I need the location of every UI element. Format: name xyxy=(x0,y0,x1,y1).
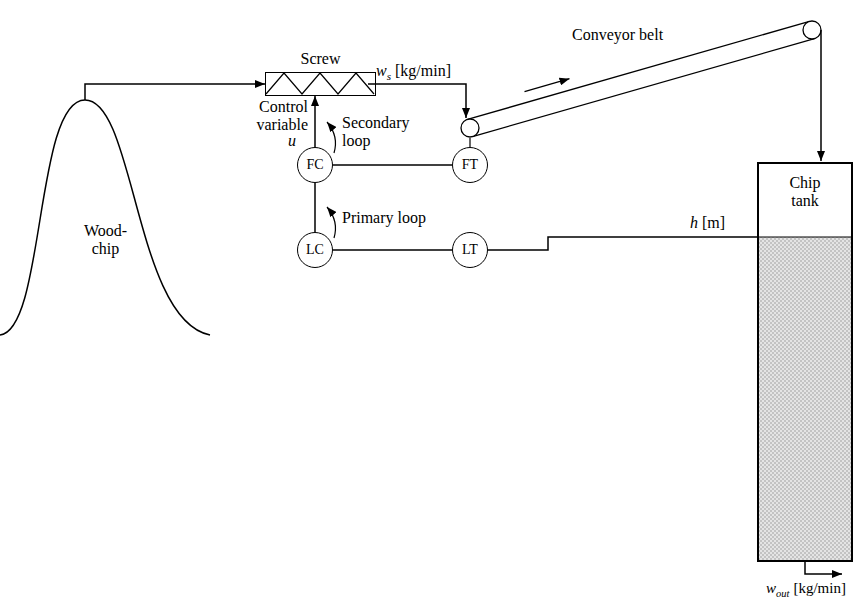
chip-level xyxy=(757,237,853,238)
instrument-circle: LC xyxy=(297,232,333,268)
pulley xyxy=(461,119,479,137)
signal-symbol: u xyxy=(288,132,296,150)
chip-tank: Chip tank xyxy=(757,162,853,562)
connector xyxy=(85,84,265,100)
flow-variable: ws [kg/min] xyxy=(376,62,451,85)
label-text: w xyxy=(766,580,776,596)
loop-arrow xyxy=(327,122,335,153)
screw-flight xyxy=(266,73,374,94)
belt-to-tank-arrow xyxy=(820,30,822,161)
signal-label: Control variable xyxy=(244,98,308,134)
connector xyxy=(314,183,316,232)
connector xyxy=(333,249,452,251)
label-text: h xyxy=(690,214,698,231)
pulley xyxy=(803,21,821,39)
label-text: Control variable xyxy=(256,98,308,133)
instrument-tag: FT xyxy=(462,157,478,173)
subscript: s xyxy=(387,70,391,82)
flow-variable: wout [kg/min] xyxy=(766,579,846,603)
pile-outline xyxy=(0,100,215,340)
instrument-tag: FC xyxy=(306,157,323,173)
label-text: Secondary loop xyxy=(342,114,410,149)
label-text: u xyxy=(288,132,296,149)
belt-bottom xyxy=(473,39,815,137)
level-variable: h[m] xyxy=(690,214,725,232)
tank-label-row: Chip tank xyxy=(759,174,851,210)
pile-label: Wood-chip xyxy=(78,222,133,258)
instrument-tag: LT xyxy=(462,242,478,258)
connector xyxy=(333,164,452,166)
connector xyxy=(488,237,757,250)
label-text: [m] xyxy=(702,214,725,231)
instrument-circle: FT xyxy=(452,147,488,183)
connector xyxy=(314,96,316,147)
chip-fill xyxy=(759,237,851,560)
loop-label: Primary loop xyxy=(342,209,426,227)
screw-to-belt-arrow xyxy=(368,84,466,118)
equipment-label: Conveyor belt xyxy=(572,26,663,44)
loop-arrow xyxy=(327,207,335,238)
label-text: [kg/min] xyxy=(395,62,451,79)
screw-flights xyxy=(266,73,375,95)
label-text: Primary loop xyxy=(342,209,426,226)
screw-feeder: Screw xyxy=(265,50,376,96)
belt-direction-arrow xyxy=(525,79,570,92)
wood-chip-pile: Wood-chip xyxy=(0,100,215,340)
instrument-circle: FC xyxy=(297,147,333,183)
label-text: [kg/min] xyxy=(793,580,846,596)
outflow-arrow xyxy=(805,562,842,574)
instrument-circle: LT xyxy=(452,232,488,268)
screw-label: Screw xyxy=(265,50,376,68)
belt-top xyxy=(468,21,810,119)
sensor-line xyxy=(469,138,470,147)
subscript: out xyxy=(776,588,789,599)
screw-box xyxy=(265,72,376,96)
pile-curve xyxy=(0,100,210,335)
tank-label: Chip tank xyxy=(783,174,827,210)
instrument-tag: LC xyxy=(306,242,324,258)
label-text: w xyxy=(376,62,387,79)
label-text: Conveyor belt xyxy=(572,26,663,43)
loop-label: Secondary loop xyxy=(342,114,418,150)
